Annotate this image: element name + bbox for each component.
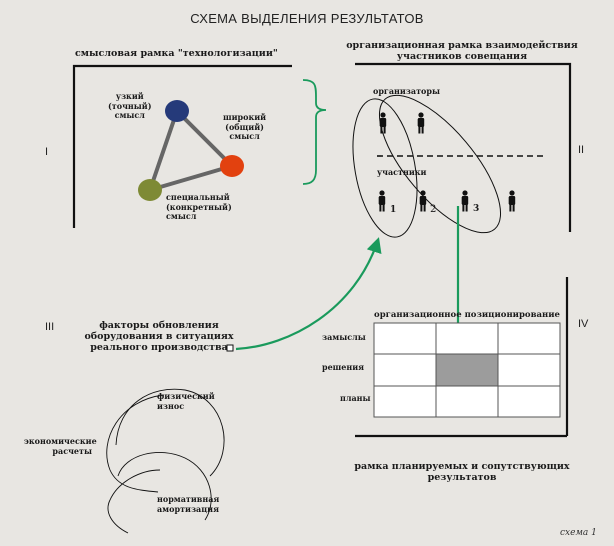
frame-i-border [72, 64, 292, 228]
narrow-meaning-node [165, 100, 189, 122]
narrow-meaning-label: узкий(точный)смысл [108, 91, 152, 120]
broad-meaning-label: широкий(общий)смысл [223, 112, 267, 141]
roman-numeral-iii: III [45, 321, 55, 333]
grid-lines [374, 323, 560, 417]
special-meaning-label: специальный(конкретный)смысл [166, 192, 232, 221]
positioning-header: организационное позиционирование [374, 310, 560, 320]
row-label-plans: планы [340, 393, 371, 403]
edge-narrow-broad [175, 109, 234, 168]
factors-arrow-start-marker [226, 344, 234, 352]
norm-arc-right [117, 451, 212, 521]
page-title: СХЕМА ВЫДЕЛЕНИЯ РЕЗУЛЬТАТОВ [190, 11, 424, 26]
edge-narrow-special [148, 109, 179, 192]
row-label-decisions: решения [322, 362, 365, 372]
economic-calc-arc [106, 394, 165, 493]
row-label-ideas: замыслы [322, 332, 366, 342]
factors-arrow [235, 237, 382, 351]
participant-person-icon [461, 190, 469, 212]
cross-group-ellipse [378, 94, 502, 234]
participant-number-3: 3 [473, 204, 480, 214]
norm-arc-left [107, 469, 161, 534]
roman-numeral-i: I [45, 146, 49, 158]
physical-wear-arc [115, 388, 225, 477]
roman-numeral-iv: IV [578, 318, 589, 330]
organizer-person-icon [379, 112, 387, 134]
participant-number-2: 2 [430, 204, 437, 215]
frame-iv-border [355, 277, 569, 438]
organizers-label: организаторы [373, 86, 440, 96]
edge-special-broad [148, 164, 234, 192]
frame-ii-border [355, 62, 572, 232]
scheme-caption: схема 1 [560, 528, 597, 538]
organizers-participants-ellipse [352, 98, 418, 238]
organizer-person-icon [417, 112, 425, 134]
roman-numeral-ii: II [578, 144, 585, 156]
participant-person-icon [378, 190, 386, 212]
special-meaning-node [138, 179, 162, 201]
factor-arcs [106, 388, 225, 534]
participants-label: участники [377, 167, 427, 177]
decision-highlight-cell [436, 354, 498, 386]
green-curly-brace [302, 79, 327, 185]
broad-meaning-node [220, 155, 244, 177]
frame-i-header: смысловая рамка "технологизации" [75, 48, 278, 59]
meaning-triangle [148, 109, 234, 192]
participant-person-icon [419, 190, 427, 212]
participant-number-1: 1 [390, 205, 397, 215]
participant-person-icon [508, 190, 516, 212]
